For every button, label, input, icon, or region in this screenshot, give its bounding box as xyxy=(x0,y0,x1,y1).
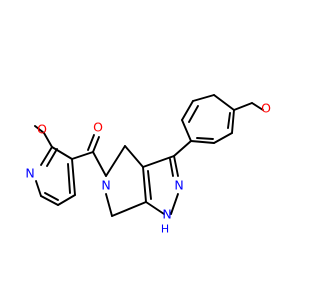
bond xyxy=(188,105,199,123)
bond xyxy=(196,137,214,140)
bond xyxy=(40,146,53,166)
bond xyxy=(46,148,58,167)
bond xyxy=(181,100,194,121)
bond xyxy=(57,194,76,206)
bond xyxy=(35,180,42,197)
bond xyxy=(34,125,45,134)
bond xyxy=(71,158,76,196)
bond xyxy=(251,102,264,111)
bond xyxy=(213,132,233,144)
pyridine-nitrogen: N xyxy=(25,166,34,181)
bond xyxy=(105,193,113,217)
bond xyxy=(44,192,59,201)
bonds xyxy=(34,94,264,217)
bond xyxy=(142,155,175,168)
pyrazole-nitrogen-lower: N xyxy=(162,207,171,222)
bond xyxy=(40,195,59,206)
bond xyxy=(233,102,253,111)
bond xyxy=(181,119,192,142)
bond xyxy=(231,109,235,134)
molecule-structure: O O O N N N N H xyxy=(25,94,271,236)
bond xyxy=(190,140,215,144)
bond xyxy=(142,166,147,203)
pyrazole-nh-hydrogen: H xyxy=(161,223,169,236)
piperidine-nitrogen: N xyxy=(101,178,110,193)
bond xyxy=(227,112,231,129)
bond xyxy=(105,145,126,177)
bond xyxy=(170,193,179,215)
bond xyxy=(173,155,179,177)
bond xyxy=(213,94,235,111)
bond xyxy=(51,146,73,160)
bond xyxy=(124,145,144,168)
bond xyxy=(192,94,215,102)
methoxy-oxygen-right: O xyxy=(261,101,271,116)
bond xyxy=(111,201,147,217)
bond xyxy=(71,151,94,160)
bond xyxy=(169,158,174,177)
atom-labels: O O O N N N N H xyxy=(25,101,271,236)
pyrazole-nitrogen-upper: N xyxy=(174,178,183,193)
methoxy-oxygen-left: O xyxy=(37,122,47,137)
bond xyxy=(173,140,192,157)
bond xyxy=(92,136,100,153)
molecule-canvas: O O O N N N N H xyxy=(25,94,271,236)
bond xyxy=(67,163,71,194)
bond xyxy=(43,132,53,148)
bond xyxy=(145,201,165,215)
bond xyxy=(87,134,95,151)
bond xyxy=(147,170,152,200)
bond xyxy=(92,151,107,177)
carbonyl-oxygen: O xyxy=(93,120,103,135)
